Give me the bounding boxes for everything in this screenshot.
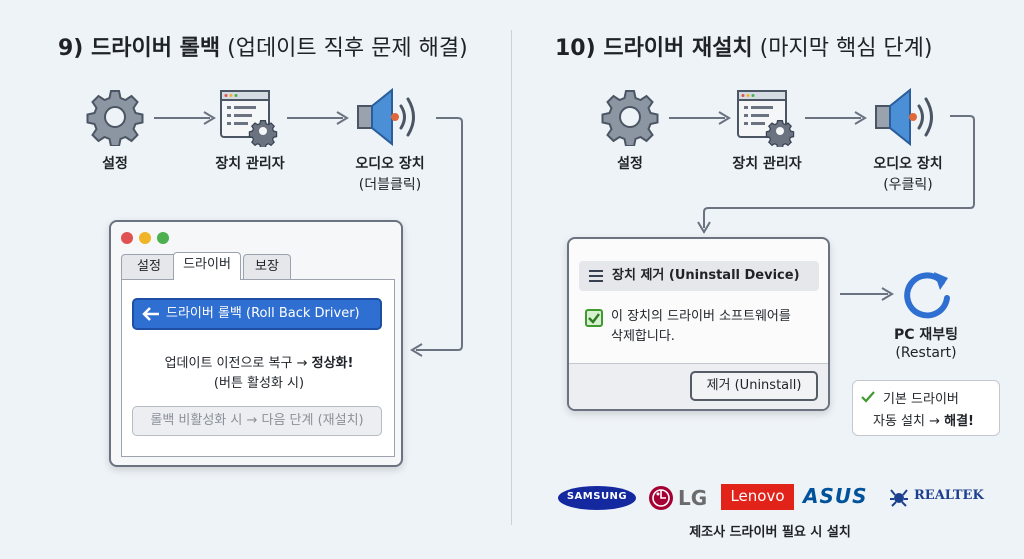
rollback-disabled-button[interactable]: 롤백 비활성화 시 → 다음 단계 (재설치): [132, 406, 382, 436]
gear-icon: [86, 90, 144, 146]
checkmark-icon: [588, 313, 600, 324]
lg-logo: LG: [648, 483, 710, 513]
menu-icon: [589, 270, 603, 282]
step-audio-device-label: 오디오 장치: [355, 156, 425, 172]
maximize-dot[interactable]: [157, 232, 169, 244]
rollback-desc-text: 업데이트 이전으로 복구 →: [164, 356, 312, 371]
rollback-desc-line2: (버튼 활성화 시): [213, 376, 305, 391]
note-line1: 기본 드라이버: [883, 392, 959, 407]
step-settings-label: 설정: [102, 156, 128, 172]
tab-other[interactable]: 보장: [243, 254, 291, 280]
connector-arrow: [697, 115, 975, 234]
checkmark-icon: [861, 391, 875, 403]
step-device-manager-label: 장치 관리자: [732, 156, 802, 172]
connector-arrow: [410, 117, 463, 357]
brands-caption: 제조사 드라이버 필요 시 설치: [689, 525, 851, 540]
rollback-desc-line1: 업데이트 이전으로 복구 → 정상화!: [122, 352, 396, 371]
delete-driver-checkbox[interactable]: [585, 309, 603, 327]
step-audio-device-sub: (우클릭): [883, 177, 933, 193]
uninstall-button[interactable]: 제거 (Uninstall): [690, 371, 818, 401]
step-settings-label: 설정: [617, 156, 643, 172]
right-title-sub: (마지막 핵심 단계): [752, 36, 933, 61]
roll-back-driver-button[interactable]: 드라이버 롤백 (Roll Back Driver): [132, 298, 382, 330]
left-title: 9) 드라이버 롤백 (업데이트 직후 문제 해결): [58, 30, 468, 62]
note-line2-bold: 해결!: [944, 414, 974, 429]
checkbox-label-line1: 이 장치의 드라이버 소프트웨어를: [611, 309, 791, 324]
flow-arrow: [154, 111, 216, 125]
dialog-footer: 제거 (Uninstall): [569, 363, 828, 409]
flow-arrow: [805, 111, 867, 125]
left-title-main: 9) 드라이버 롤백: [58, 36, 221, 61]
asus-logo: ASUS: [803, 484, 881, 510]
note-line2-text: 자동 설치 →: [873, 414, 945, 429]
lg-face-icon: [649, 486, 673, 510]
lg-text: LG: [678, 486, 708, 510]
checkbox-label-line2: 삭제합니다.: [611, 329, 675, 344]
gear-icon: [601, 90, 659, 146]
tab-driver[interactable]: 드라이버: [173, 252, 241, 280]
close-dot[interactable]: [121, 232, 133, 244]
restart-icon: [904, 272, 950, 319]
uninstall-device-menu-item[interactable]: 장치 제거 (Uninstall Device): [579, 261, 819, 291]
speaker-icon: [357, 87, 415, 147]
lenovo-logo: Lenovo: [721, 484, 794, 510]
samsung-logo: SAMSUNG: [557, 485, 637, 511]
realtek-logo: REALTEK: [888, 484, 988, 510]
left-title-sub: (업데이트 직후 문제 해결): [220, 36, 468, 61]
uninstall-device-label: 장치 제거 (Uninstall Device): [612, 268, 800, 283]
roll-back-driver-label: 드라이버 롤백 (Roll Back Driver): [166, 306, 360, 321]
result-note: 기본 드라이버 자동 설치 → 해결!: [852, 380, 1000, 436]
driver-pane: 드라이버 롤백 (Roll Back Driver) 업데이트 이전으로 복구 …: [121, 279, 395, 457]
realtek-crab-icon: [890, 489, 908, 507]
flow-arrow: [840, 287, 894, 301]
minimize-dot[interactable]: [139, 232, 151, 244]
arrow-left-icon: [142, 307, 159, 321]
step-device-manager-label: 장치 관리자: [215, 156, 285, 172]
device-manager-icon: [220, 90, 278, 147]
speaker-icon: [875, 87, 933, 147]
right-title-main: 10) 드라이버 재설치: [555, 36, 753, 61]
flow-arrow: [669, 111, 731, 125]
samsung-text: SAMSUNG: [566, 491, 628, 502]
asus-text: ASUS: [803, 484, 868, 508]
right-title: 10) 드라이버 재설치 (마지막 핵심 단계): [555, 30, 933, 62]
device-manager-icon: [737, 90, 795, 147]
restart-sub: (Restart): [895, 345, 957, 361]
tab-settings[interactable]: 설정: [121, 254, 177, 280]
properties-window: 설정 드라이버 보장 드라이버 롤백 (Roll Back Driver) 업데…: [109, 220, 403, 467]
lenovo-text: Lenovo: [730, 487, 785, 505]
delete-driver-checkbox-label: 이 장치의 드라이버 소프트웨어를 삭제합니다.: [611, 307, 791, 347]
step-audio-device-label: 오디오 장치: [873, 156, 943, 172]
note-line2: 자동 설치 → 해결!: [873, 410, 974, 429]
panel-divider: [511, 30, 512, 525]
flow-arrow: [287, 111, 349, 125]
step-audio-device-sub: (더블클릭): [358, 177, 422, 193]
samsung-oval-icon: [558, 486, 636, 510]
uninstall-dialog: 장치 제거 (Uninstall Device) 이 장치의 드라이버 소프트웨…: [567, 237, 830, 411]
rollback-desc-bold: 정상화!: [311, 356, 354, 371]
realtek-text: REALTEK: [914, 488, 984, 503]
restart-label: PC 재부팅: [893, 327, 959, 343]
